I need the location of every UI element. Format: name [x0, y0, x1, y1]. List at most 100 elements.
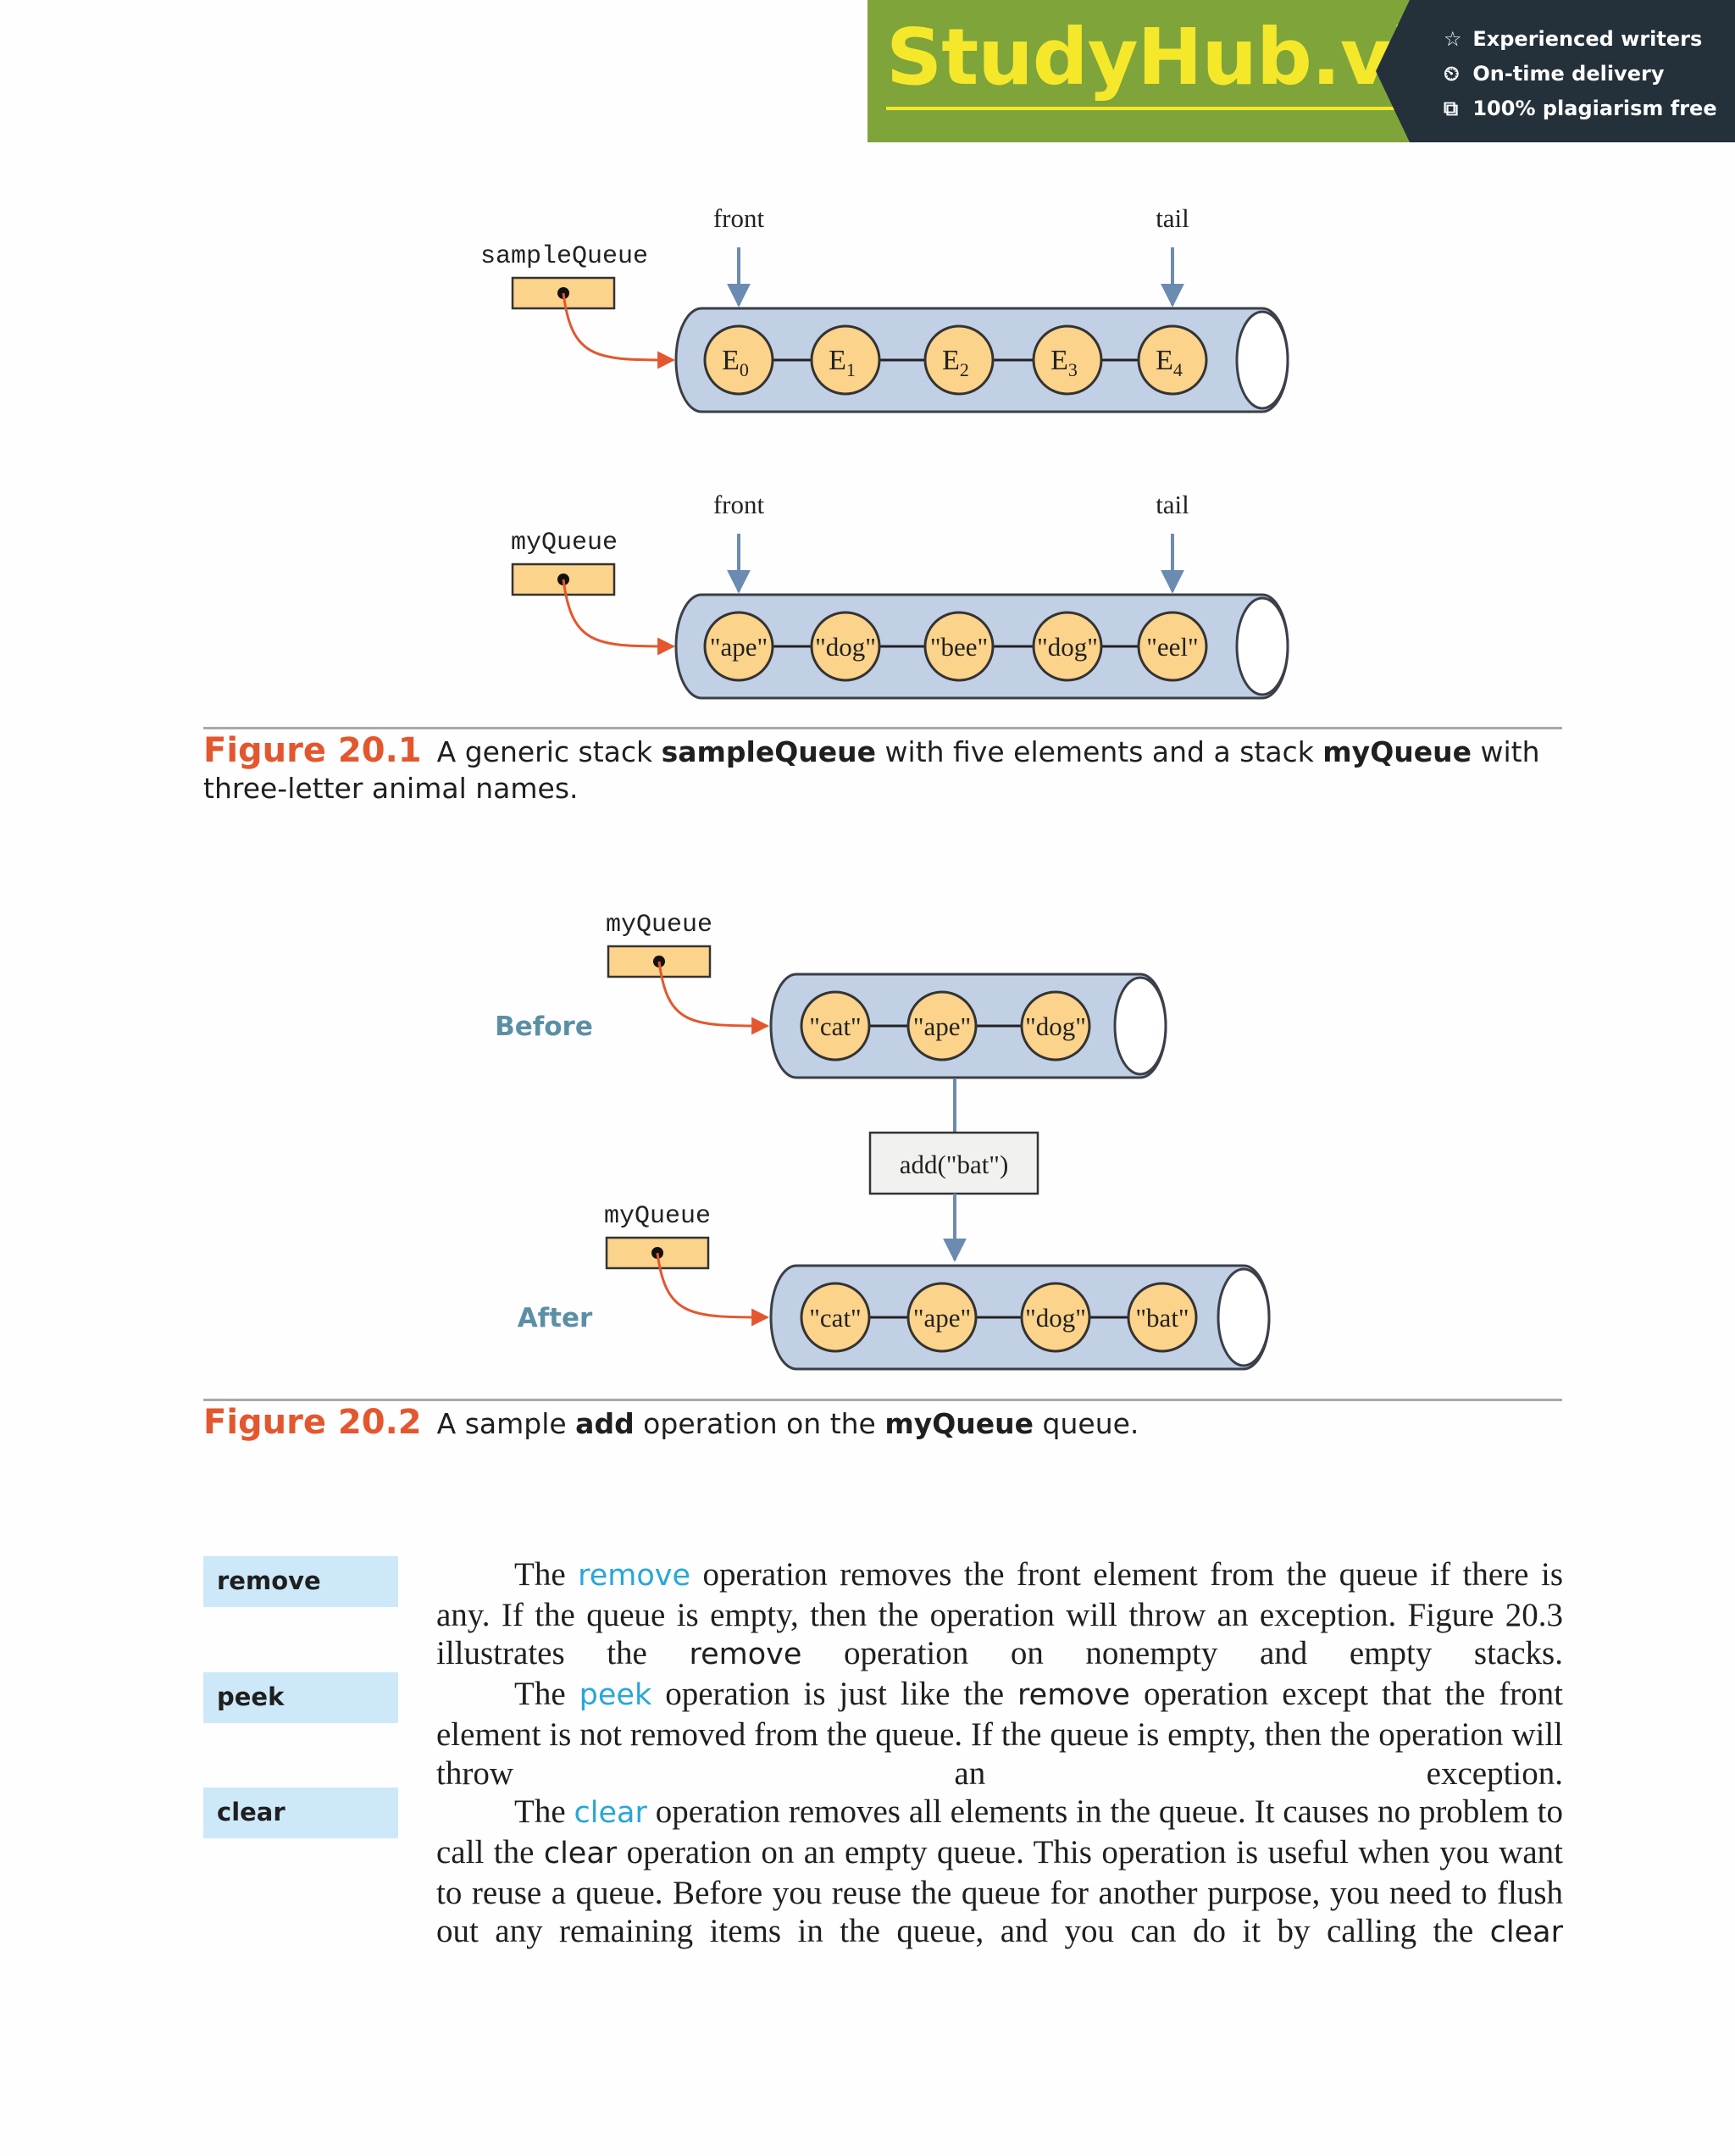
queue-tube-end: [1235, 596, 1289, 696]
node-circle: [1137, 324, 1208, 396]
node-circle: [923, 611, 995, 682]
node-label: "ape": [710, 632, 768, 662]
node-label: "dog": [1037, 632, 1098, 662]
queue-element: "ape": [703, 611, 774, 682]
banner-features-list: ☆ Experienced writers ⏲ On-time delivery…: [1444, 22, 1717, 126]
node-label: "ape": [913, 1303, 971, 1333]
text-run: operation except that the front element …: [436, 1676, 1564, 1792]
studyhub-banner[interactable]: StudyHub.vip ☆ Experienced writers ⏲ On-…: [868, 0, 1735, 142]
caption-text: operation on the: [634, 1407, 885, 1440]
code-remove: remove: [1017, 1678, 1130, 1713]
feature-on-time-delivery: ⏲ On-time delivery: [1444, 57, 1717, 91]
node-label: "dog": [1025, 1303, 1086, 1333]
caption-text: queue.: [1034, 1407, 1139, 1440]
queue-element: "bee": [923, 611, 995, 682]
node-circle: [923, 324, 995, 396]
queue-element: "dog": [1020, 1282, 1091, 1353]
side-label-remove: remove: [203, 1556, 398, 1607]
caption-text: A sample: [436, 1407, 576, 1440]
caption-text: with three-letter animal names.: [203, 735, 1540, 805]
queue-element: E2: [923, 324, 995, 396]
queue-tube-end: [1217, 1267, 1271, 1367]
feature-plagiarism-free: ⧉ 100% plagiarism free: [1444, 91, 1717, 126]
operation-label: add("bat"): [900, 1150, 1009, 1179]
paragraph-remove: The remove operation removes the front e…: [436, 1555, 1563, 1675]
variable-name: sampleQueue: [480, 242, 648, 271]
clock-icon: ⏲: [1444, 62, 1460, 86]
tail-pointer-label: tail: [1156, 490, 1189, 519]
node-circle: [906, 990, 978, 1061]
variable-name: myQueue: [604, 1202, 711, 1231]
add-operation: add("bat"): [868, 1078, 1039, 1262]
feature-label: Experienced writers: [1472, 27, 1703, 51]
queue-element: "ape": [906, 990, 978, 1061]
text-run: The: [514, 1793, 574, 1831]
node-subscript: 2: [960, 359, 969, 380]
side-label-clear: clear: [203, 1787, 398, 1838]
banner-logo-text: StudyHub.vip: [886, 12, 1472, 103]
queue-element: "bat": [1127, 1282, 1198, 1353]
queue-element: "ape": [906, 1282, 978, 1353]
feature-label: On-time delivery: [1472, 62, 1665, 86]
node-label: "cat": [809, 1011, 861, 1041]
queue-element: "dog": [1020, 990, 1091, 1061]
paragraph-peek: The peek operation is just like the remo…: [436, 1675, 1563, 1793]
text-run: The: [514, 1676, 579, 1713]
feature-label: 100% plagiarism free: [1472, 97, 1717, 120]
queue-element: "dog": [1032, 611, 1103, 682]
node-label: "eel": [1146, 632, 1198, 662]
queue-element: E0: [703, 324, 774, 396]
keyword-remove: remove: [578, 1559, 691, 1593]
figure-number: Figure 20.2: [203, 1403, 422, 1442]
caption-bold: myQueue: [1322, 735, 1472, 768]
queue-element: E4: [1137, 324, 1208, 396]
caption-text: A generic stack: [436, 735, 662, 768]
keyword-clear: clear: [574, 1796, 647, 1831]
banner-logo-panel: StudyHub.vip: [868, 0, 1472, 142]
code-clear: clear: [543, 1836, 618, 1871]
banner-features-panel: [1376, 0, 1735, 142]
caption-bold: myQueue: [884, 1407, 1034, 1440]
node-circle: [703, 324, 774, 396]
figure-20-1-rule: [203, 727, 1562, 729]
node-subscript: 0: [740, 359, 749, 380]
copy-icon: ⧉: [1444, 97, 1459, 120]
caption-bold: sampleQueue: [661, 735, 877, 768]
queue-element: "cat": [800, 1282, 871, 1353]
figure-20-2-diagram: BeforemyQueue"cat""ape""dog"add("bat")Af…: [495, 911, 1271, 1371]
tail-pointer-label: tail: [1156, 203, 1189, 233]
operation-box: [868, 1131, 1039, 1195]
side-label-peek: peek: [203, 1672, 398, 1723]
keyword-peek: peek: [579, 1678, 652, 1713]
reference-arrow: [657, 961, 770, 1035]
body-text: The remove operation removes the front e…: [436, 1555, 1563, 1953]
node-circle: [906, 1282, 978, 1353]
node-circle: [703, 611, 774, 682]
code-clear: clear: [1489, 1915, 1563, 1950]
text-run: operation removes the front element from…: [436, 1556, 1563, 1672]
node-circle: [1137, 611, 1208, 682]
figure-number: Figure 20.1: [203, 731, 422, 770]
node-label: "bat": [1135, 1303, 1189, 1333]
node-circle: [1032, 611, 1103, 682]
side-label-text: remove: [217, 1566, 321, 1595]
text-run: operation on nonempty and empty stacks.: [801, 1635, 1563, 1672]
node-circle: [1032, 324, 1103, 396]
figure-20-2-rule: [203, 1399, 1562, 1401]
queue-tube-end: [1235, 310, 1289, 410]
queue-element: "dog": [810, 611, 881, 682]
front-pointer-label: front: [713, 490, 765, 519]
reference-arrow: [562, 579, 676, 656]
caption-bold: add: [575, 1407, 635, 1440]
side-label-text: clear: [217, 1798, 285, 1826]
queue-tube-end: [1113, 976, 1167, 1076]
node-label: "dog": [1025, 1011, 1086, 1041]
node-circle: [1127, 1282, 1198, 1353]
node-circle: [1020, 1282, 1091, 1353]
node-circle: [810, 324, 881, 396]
